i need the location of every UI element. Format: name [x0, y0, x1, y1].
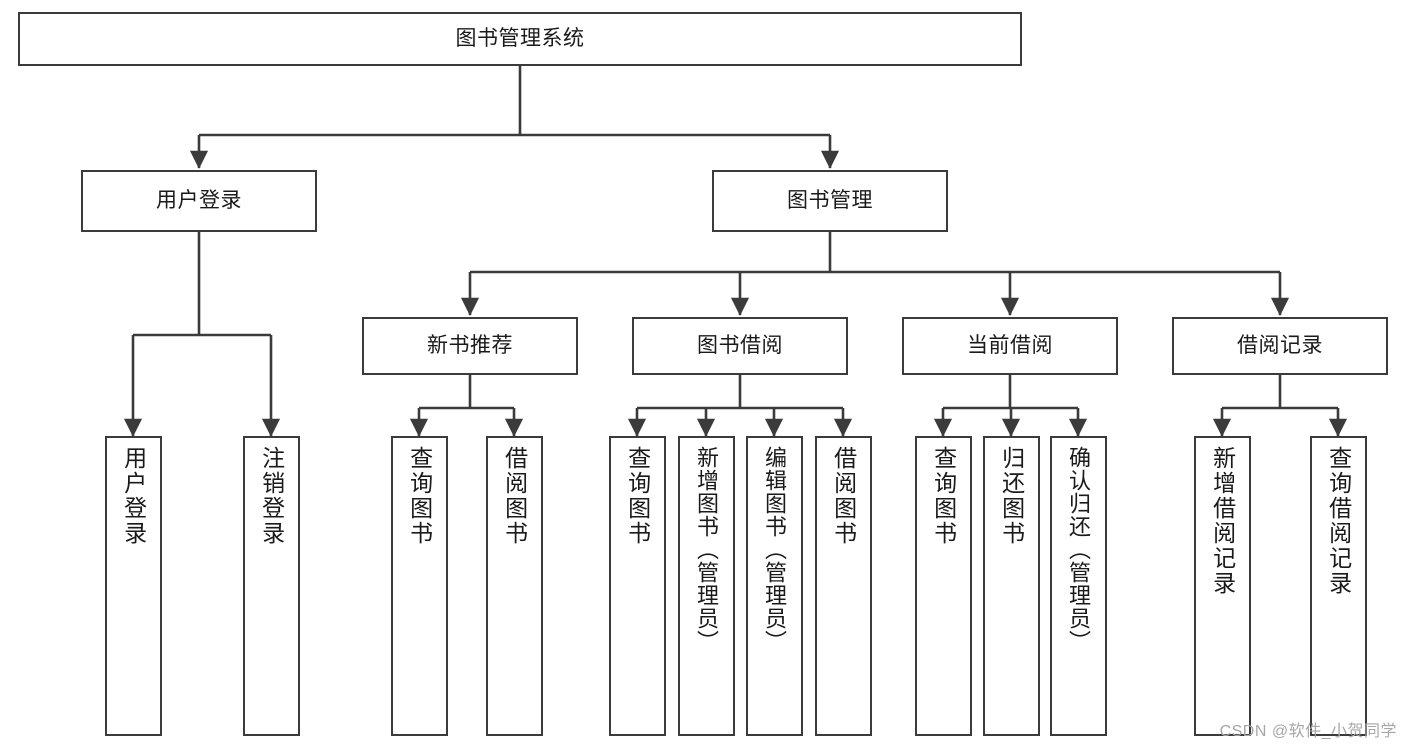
leaf-current-borrow-confirm[interactable]: 确认归还（管理员）	[1050, 436, 1107, 736]
leaf-new-book-borrow-label: 借阅图书	[501, 446, 528, 546]
leaf-borrow-record-add-label: 新增借阅记录	[1209, 446, 1236, 596]
leaf-new-book-query[interactable]: 查询图书	[391, 436, 448, 736]
leaf-book-borrow-borrow[interactable]: 借阅图书	[815, 436, 872, 736]
leaf-user-login-login[interactable]: 用户登录	[105, 436, 162, 736]
node-book-management[interactable]: 图书管理	[712, 170, 948, 232]
node-root-system[interactable]: 图书管理系统	[18, 12, 1022, 66]
node-borrow-record[interactable]: 借阅记录	[1172, 317, 1388, 375]
leaf-borrow-record-query-label: 查询借阅记录	[1325, 446, 1352, 596]
leaf-current-borrow-return[interactable]: 归还图书	[983, 436, 1040, 736]
leaf-book-borrow-edit[interactable]: 编辑图书（管理员）	[746, 436, 803, 736]
node-borrow-record-label: 借阅记录	[1237, 333, 1323, 357]
leaf-borrow-record-add[interactable]: 新增借阅记录	[1194, 436, 1251, 736]
node-new-book-recommend[interactable]: 新书推荐	[362, 317, 578, 375]
leaf-borrow-record-query[interactable]: 查询借阅记录	[1310, 436, 1367, 736]
leaf-user-login-login-label: 用户登录	[120, 446, 147, 546]
leaf-book-borrow-query-label: 查询图书	[624, 446, 651, 546]
leaf-current-borrow-return-label: 归还图书	[998, 446, 1025, 546]
node-user-login[interactable]: 用户登录	[81, 170, 317, 232]
csdn-watermark: CSDN @软件_小贺同学	[1219, 723, 1397, 740]
node-book-borrow[interactable]: 图书借阅	[632, 317, 848, 375]
leaf-current-borrow-query[interactable]: 查询图书	[915, 436, 972, 736]
leaf-book-borrow-query[interactable]: 查询图书	[609, 436, 666, 736]
node-book-management-label: 图书管理	[787, 188, 873, 212]
leaf-book-borrow-add[interactable]: 新增图书（管理员）	[678, 436, 735, 736]
leaf-user-login-logout-label: 注销登录	[258, 446, 285, 546]
node-user-login-label: 用户登录	[156, 188, 242, 212]
leaf-user-login-logout[interactable]: 注销登录	[243, 436, 300, 736]
leaf-current-borrow-confirm-label: 确认归还（管理员）	[1066, 446, 1092, 653]
node-root-system-label: 图书管理系统	[455, 26, 585, 50]
leaf-book-borrow-borrow-label: 借阅图书	[830, 446, 857, 546]
node-current-borrow-label: 当前借阅	[967, 333, 1053, 357]
leaf-new-book-query-label: 查询图书	[406, 446, 433, 546]
leaf-new-book-borrow[interactable]: 借阅图书	[486, 436, 543, 736]
leaf-current-borrow-query-label: 查询图书	[930, 446, 957, 546]
node-book-borrow-label: 图书借阅	[697, 333, 783, 357]
leaf-book-borrow-add-label: 新增图书（管理员）	[694, 446, 720, 653]
node-new-book-recommend-label: 新书推荐	[427, 333, 513, 357]
node-current-borrow[interactable]: 当前借阅	[902, 317, 1118, 375]
leaf-book-borrow-edit-label: 编辑图书（管理员）	[762, 446, 788, 653]
